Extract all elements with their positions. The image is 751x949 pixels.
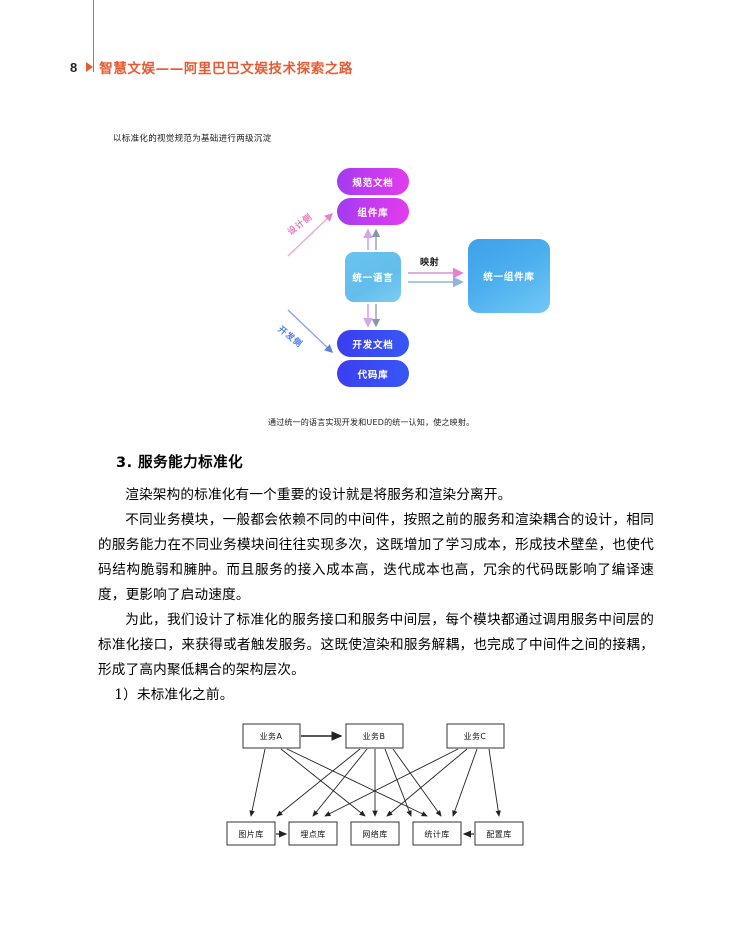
figure2-top-boxes [242,723,505,749]
figure1-diagram: 规范文档 组件库 统一语言 统一组件库 开发文档 代码库 映射 设计侧 开发侧 [276,160,600,410]
figure1-node-daimaku: 代码库 [337,360,409,387]
figure2-bottom-label-1: 埋点库 [300,829,325,839]
figure2-bottom-label-2: 网络库 [362,829,387,839]
figure2-bottom-boxes [226,821,524,846]
paragraph-1: 渲染架构的标准化有一个重要的设计就是将服务和渲染分离开。 [125,487,512,503]
section-heading: 3. 服务能力标准化 [116,455,244,471]
paragraph-2: 不同业务模块，一般都会依赖不同的中间件，按照之前的服务和渲染耦合的设计，相同的服… [98,512,654,603]
header-title: 智慧文娱——阿里巴巴文娱技术探索之路 [99,61,354,77]
figure1-node-zujianku: 组件库 [337,198,409,225]
page-number: 8 [70,59,78,75]
figure1-node-kaifawendang: 开发文档 [337,330,409,357]
paragraph-4-list-item: 1）未标准化之前。 [114,687,234,703]
triangle-marker-icon [86,62,94,72]
figure2-top-label-2: 业务C [464,731,487,741]
figure2-bottom-label-4: 配置库 [486,829,511,839]
figure2-top-label-1: 业务B [363,731,386,741]
figure2-diagram: 业务A 业务B 业务C 图片库 埋点库 网络库 统计库 配置库 [215,715,545,855]
figure1-caption-top: 以标准化的视觉规范为基础进行两级沉淀 [113,134,272,144]
paragraph-3: 为此，我们设计了标准化的服务接口和服务中间层，每个模块都通过调用服务中间层的标准… [98,612,654,678]
figure1-node-tongyizujianku: 统一组件库 [468,239,550,313]
page-header: 8 智慧文娱——阿里巴巴文娱技术探索之路 [70,57,354,78]
figure1-node-guifanwendang: 规范文档 [337,168,409,195]
figure2-bottom-label-3: 统计库 [424,829,449,839]
figure2-svg: 业务A 业务B 业务C 图片库 埋点库 网络库 统计库 配置库 [226,723,524,846]
figure1-caption-bottom: 通过统一的语言实现开发和UED的统一认知，使之映射。 [268,418,475,427]
figure1-edge-label-mapping: 映射 [420,258,440,268]
figure2-bottom-label-0: 图片库 [238,829,263,839]
page-margin-rule [93,0,94,72]
figure1-node-tongyiyuyan: 统一语言 [345,252,401,302]
figure2-top-label-0: 业务A [260,731,283,741]
figure1-connectors [287,213,464,353]
